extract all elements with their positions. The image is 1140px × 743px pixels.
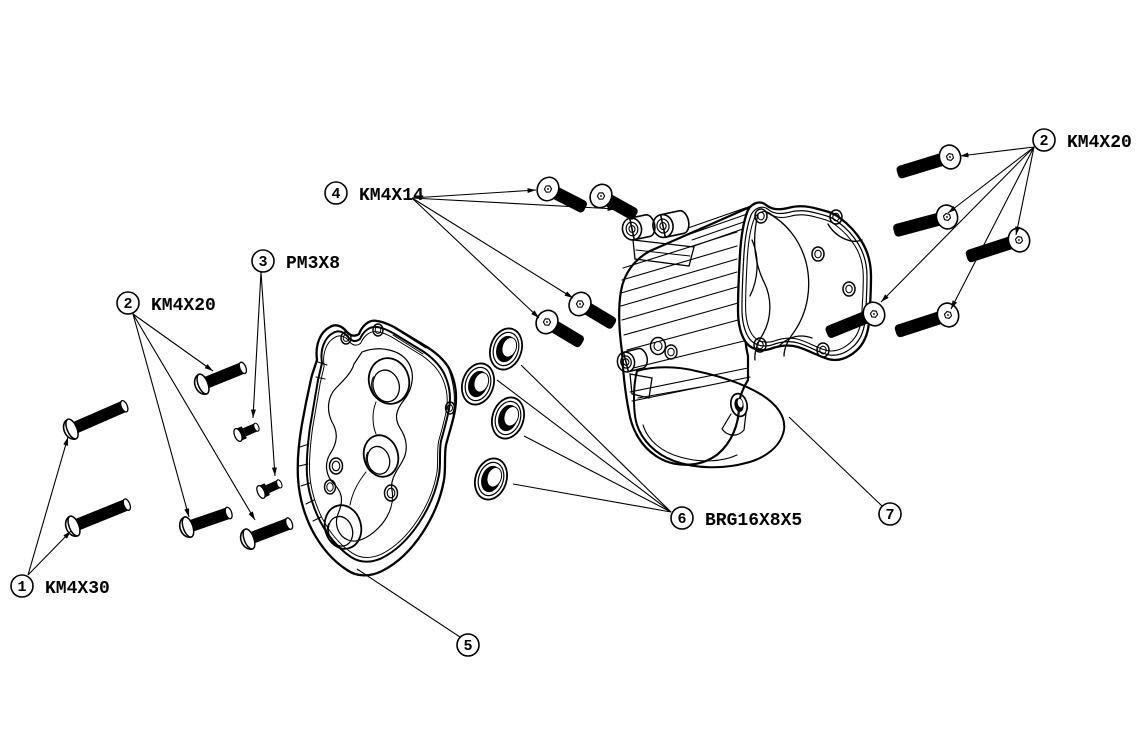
callout-circle (878, 502, 902, 526)
screw-km4x14 (535, 309, 585, 348)
callout-6-brg16x8x5: 6 BRG16X8X5 (496, 364, 802, 531)
leader-line (411, 188, 537, 199)
callout-circle (1032, 128, 1056, 152)
gasket-bolt-bosses (753, 208, 856, 358)
leader-line (880, 146, 1035, 303)
part-code-label: KM4X20 (151, 296, 216, 316)
callout-number: 6 (677, 511, 686, 528)
cover-boss-bottom (323, 504, 363, 550)
callout-circle (10, 574, 34, 598)
housing-side-bosses (649, 336, 678, 360)
screw-km4x30 (62, 399, 129, 440)
housing-standoff-top-2 (652, 209, 690, 239)
cover-boss-top (367, 357, 411, 405)
screw-km4x20 (239, 517, 294, 551)
leader-line (523, 435, 672, 513)
screw-km4x14 (589, 183, 638, 220)
leader-line (411, 197, 574, 299)
screw-km4x20 (893, 204, 959, 237)
callout-circle (456, 633, 480, 657)
housing-standoff-top-1 (621, 214, 656, 241)
cover-edge-details (298, 328, 455, 522)
bearing-brg16x8x5 (460, 362, 496, 406)
leader-line (947, 146, 1035, 214)
screw-km4x20 (894, 302, 960, 338)
housing-standoff-bottom (616, 347, 649, 373)
leader-line (260, 271, 277, 477)
leader-line (132, 313, 214, 372)
leader-line (411, 197, 540, 319)
callout-1-km4x30: 1 KM4X30 (10, 436, 110, 599)
leader-line (27, 436, 69, 576)
callout-7: 7 (788, 416, 902, 526)
leader-line (250, 271, 262, 419)
part-code-label: BRG16X8X5 (705, 511, 802, 531)
callout-number: 7 (885, 507, 894, 524)
housing-foot (633, 366, 786, 469)
callout-5: 5 (356, 568, 480, 657)
cover-screw-holes (323, 323, 456, 502)
bearing-brg16x8x5 (473, 457, 509, 501)
leader-line (520, 364, 672, 513)
leader-line (950, 146, 1035, 310)
housing-bracket-bottom (629, 373, 653, 399)
leader-line (512, 483, 672, 513)
hardware-components-layer (62, 144, 1031, 551)
leader-line (1015, 146, 1035, 236)
part-code-label: KM4X20 (1067, 133, 1132, 153)
callout-number: 5 (463, 638, 472, 655)
leader-line (496, 379, 672, 513)
part-code-label: KM4X14 (359, 186, 424, 206)
screw-pm3x8 (256, 479, 283, 500)
callout-number: 4 (331, 186, 340, 203)
housing-lug (729, 392, 749, 418)
screw-km4x14 (568, 291, 617, 329)
cover-outline (296, 319, 458, 577)
gear-cover-part (296, 319, 458, 577)
leader-line (27, 530, 72, 576)
callout-number: 3 (258, 254, 267, 271)
callout-4-km4x14: 4 KM4X14 (324, 181, 617, 319)
leader-line (959, 146, 1035, 158)
cover-gasket-line (305, 325, 451, 563)
callout-number: 2 (123, 296, 132, 313)
callout-2-km4x20: 2 KM4X20 (116, 291, 256, 521)
callout-circle (116, 291, 140, 315)
bearing-brg16x8x5 (490, 396, 526, 440)
screw-pm3x8 (233, 422, 260, 443)
leader-line (132, 313, 190, 518)
part-code-label: PM3X8 (286, 254, 340, 274)
callout-circle (670, 506, 694, 530)
callout-2-km4x20: 2 KM4X20 (880, 128, 1132, 310)
bearing-brg16x8x5 (488, 327, 524, 371)
callout-number: 1 (17, 579, 26, 596)
housing-bracket-top (632, 239, 695, 267)
screw-km4x20 (193, 361, 248, 395)
part-code-label: KM4X30 (45, 579, 110, 599)
screw-km4x14 (536, 176, 587, 213)
callout-3-pm3x8: 3 PM3X8 (250, 249, 340, 477)
leader-line (411, 197, 617, 212)
callout-circle (324, 181, 348, 205)
callout-circle (251, 249, 275, 273)
leader-line (788, 416, 883, 507)
callout-number: 2 (1039, 133, 1048, 150)
cover-interior-plate (325, 348, 413, 542)
screw-km4x30 (64, 498, 132, 537)
housing-contour-lines (620, 231, 751, 402)
screw-km4x20 (825, 301, 886, 338)
screw-km4x20 (896, 144, 962, 179)
cover-boss-mid (362, 434, 400, 478)
leader-line (132, 313, 256, 521)
leader-line (356, 568, 461, 638)
housing-gasket (736, 201, 873, 362)
screw-km4x20 (178, 506, 233, 539)
screw-km4x20 (965, 227, 1031, 263)
